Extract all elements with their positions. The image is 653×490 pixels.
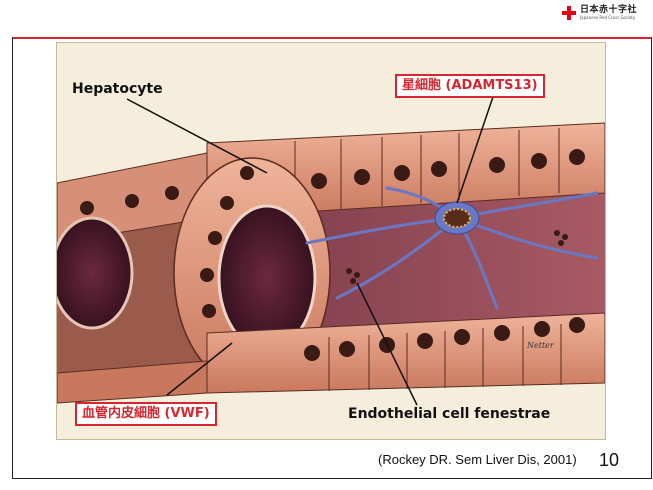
- artist-signature: Netter: [526, 341, 555, 350]
- sinusoid-drawing: Netter: [57, 43, 605, 439]
- endothelial-vwf-label: 血管内皮細胞 (VWF): [75, 402, 217, 426]
- red-cross-logo: 日本赤十字社 Japanese Red Cross Society: [562, 6, 637, 20]
- citation: (Rockey DR. Sem Liver Dis, 2001): [378, 452, 577, 467]
- hepatocyte-label: Hepatocyte: [72, 81, 163, 97]
- frame-left: [12, 37, 13, 479]
- frame-right: [651, 37, 652, 479]
- logo-name: 日本赤十字社: [580, 6, 637, 15]
- logo-subtitle: Japanese Red Cross Society: [580, 15, 637, 20]
- red-cross-icon: [562, 6, 576, 20]
- stellate-cell-label: 星細胞 (ADAMTS13): [395, 74, 545, 98]
- liver-sinusoid-illustration: Netter: [56, 42, 606, 440]
- page-number: 10: [599, 450, 619, 471]
- fenestrae-label: Endothelial cell fenestrae: [348, 406, 550, 422]
- left-lumen: [57, 218, 132, 328]
- frame-bottom: [12, 478, 652, 479]
- header-rule: [12, 37, 652, 39]
